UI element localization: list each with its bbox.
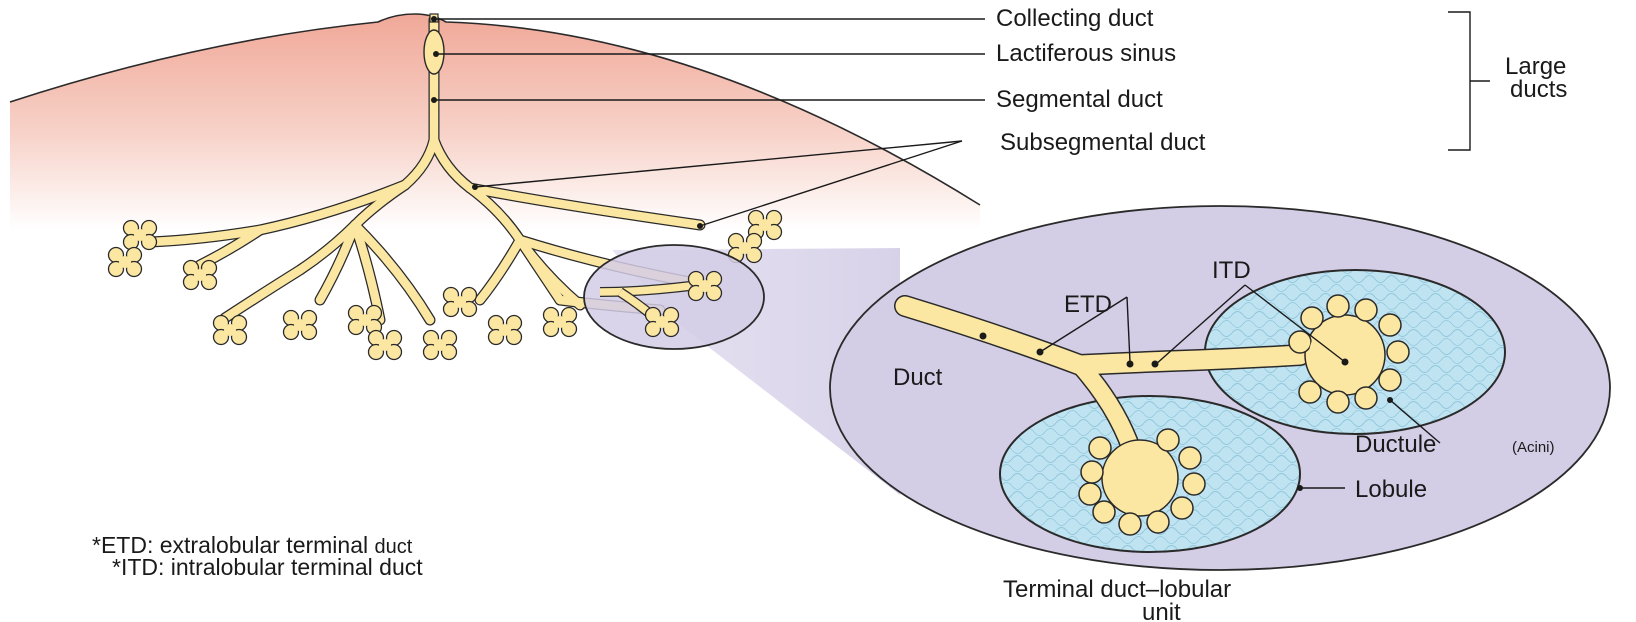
caption-tdlu-line2: unit [1142, 599, 1181, 622]
label-subsegmental-duct: Subsegmental duct [1000, 129, 1206, 156]
label-lactiferous-sinus: Lactiferous sinus [996, 40, 1176, 67]
label-etd: ETD [1064, 291, 1112, 318]
caption-tdlu-line1: Terminal duct–lobular [1003, 576, 1231, 603]
label-segmental-duct: Segmental duct [996, 86, 1163, 113]
label-acini: (Acini) [1512, 439, 1555, 456]
label-ducts: ducts [1510, 76, 1567, 103]
label-itd: ITD [1212, 257, 1251, 284]
label-collecting-duct: Collecting duct [996, 5, 1154, 32]
label-duct: Duct [893, 364, 943, 391]
note-itd: *ITD: intralobular terminal duct [112, 554, 423, 580]
label-lobule: Lobule [1355, 476, 1427, 503]
label-ductule: Ductule [1355, 431, 1436, 458]
